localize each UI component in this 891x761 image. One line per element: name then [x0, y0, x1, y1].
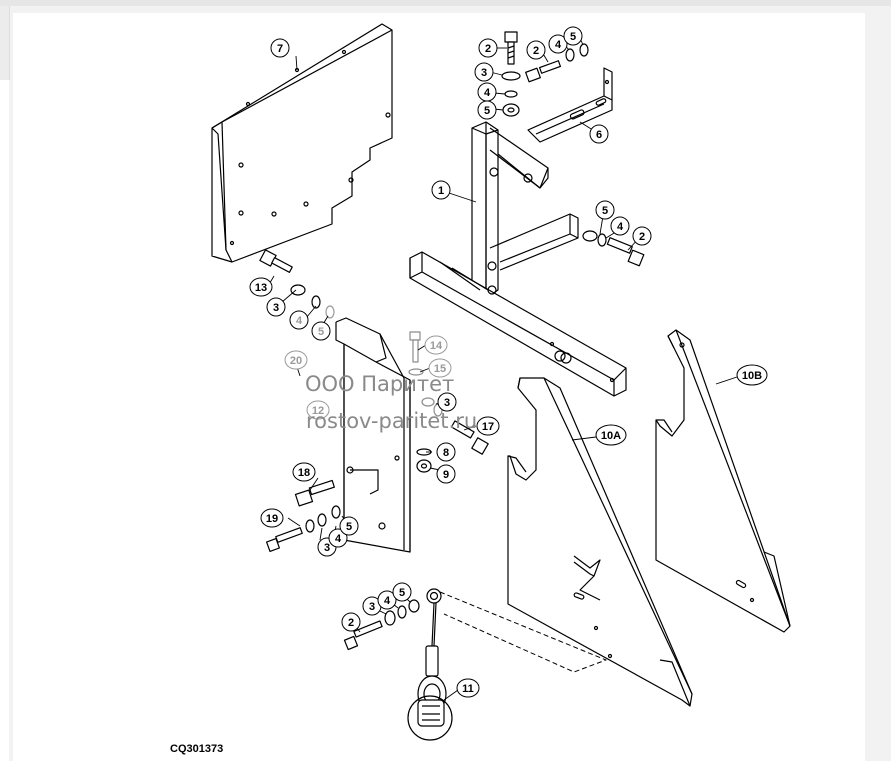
left-margin: [0, 80, 9, 761]
hardware-bracket-stack: [525, 43, 589, 83]
window-top-bar: [0, 0, 891, 6]
watermark-site: rostov-paritet.ru: [306, 409, 477, 433]
callout-3: 3: [481, 67, 487, 79]
callout-2: 2: [485, 43, 491, 55]
callout-8: 8: [443, 447, 449, 459]
callout-1: 1: [438, 185, 444, 197]
hardware-19-stack: [265, 505, 341, 553]
hardware-top-stack: [501, 31, 521, 117]
callout-5: 5: [570, 31, 576, 43]
callout-4: 4: [384, 595, 391, 607]
callout-19: 19: [266, 513, 278, 525]
watermark-company: ООО Паритет: [305, 372, 454, 396]
callout-4: 4: [335, 533, 342, 545]
callout-5: 5: [602, 205, 608, 217]
part-10a-plate: [507, 377, 693, 707]
callout-10b: 10B: [742, 370, 762, 382]
hardware-13-stack: [259, 249, 335, 319]
part-1-frame: [409, 121, 627, 397]
callout-4: 4: [484, 87, 491, 99]
callout-17: 17: [482, 421, 494, 433]
callout-4: 4: [555, 39, 562, 51]
callout-3: 3: [324, 542, 330, 554]
hardware-lanyard-stack: [343, 599, 420, 651]
callout-14: 14: [430, 340, 443, 352]
callout-10a: 10A: [601, 430, 621, 442]
callout-18: 18: [298, 467, 310, 479]
callout-3: 3: [369, 601, 375, 613]
hardware-18: [294, 479, 335, 507]
callout-2: 2: [533, 45, 539, 57]
callout-11: 11: [462, 683, 474, 695]
callout-2: 2: [348, 617, 354, 629]
part-7-plate: [211, 23, 393, 263]
callout-6: 6: [596, 129, 602, 141]
callout-15: 15: [434, 363, 446, 375]
callout-3: 3: [273, 302, 279, 314]
callout-12: 12: [312, 405, 324, 417]
callout-5: 5: [318, 326, 324, 338]
callout-5: 5: [346, 521, 352, 533]
callout-4: 4: [296, 315, 303, 327]
part-10b-plate: [655, 329, 791, 633]
callout-2: 2: [639, 231, 645, 243]
callout-7: 7: [277, 43, 283, 55]
callout-3: 3: [444, 397, 450, 409]
left-scroll-strip: [0, 6, 10, 80]
figure-code: CQ301373: [170, 743, 223, 755]
callouts: 7 2 3 4 5 2 4 5 6 1 5 4 2 13 3 4 5 20 12…: [249, 26, 768, 698]
part-11-lanyard-pin: [407, 588, 453, 741]
hardware-frame-side-stack: [582, 230, 645, 267]
hardware-14-stack: [408, 331, 489, 455]
part-6-bracket: [527, 67, 613, 143]
callout-13: 13: [255, 282, 267, 294]
callout-4: 4: [617, 221, 624, 233]
callout-20: 20: [290, 355, 302, 367]
diagram-panel: [13, 13, 865, 761]
hardware-8-9: [416, 448, 432, 473]
callout-9: 9: [443, 469, 449, 481]
callout-5: 5: [484, 105, 490, 117]
part-12-bracket: [335, 317, 411, 553]
callout-5: 5: [399, 587, 405, 599]
